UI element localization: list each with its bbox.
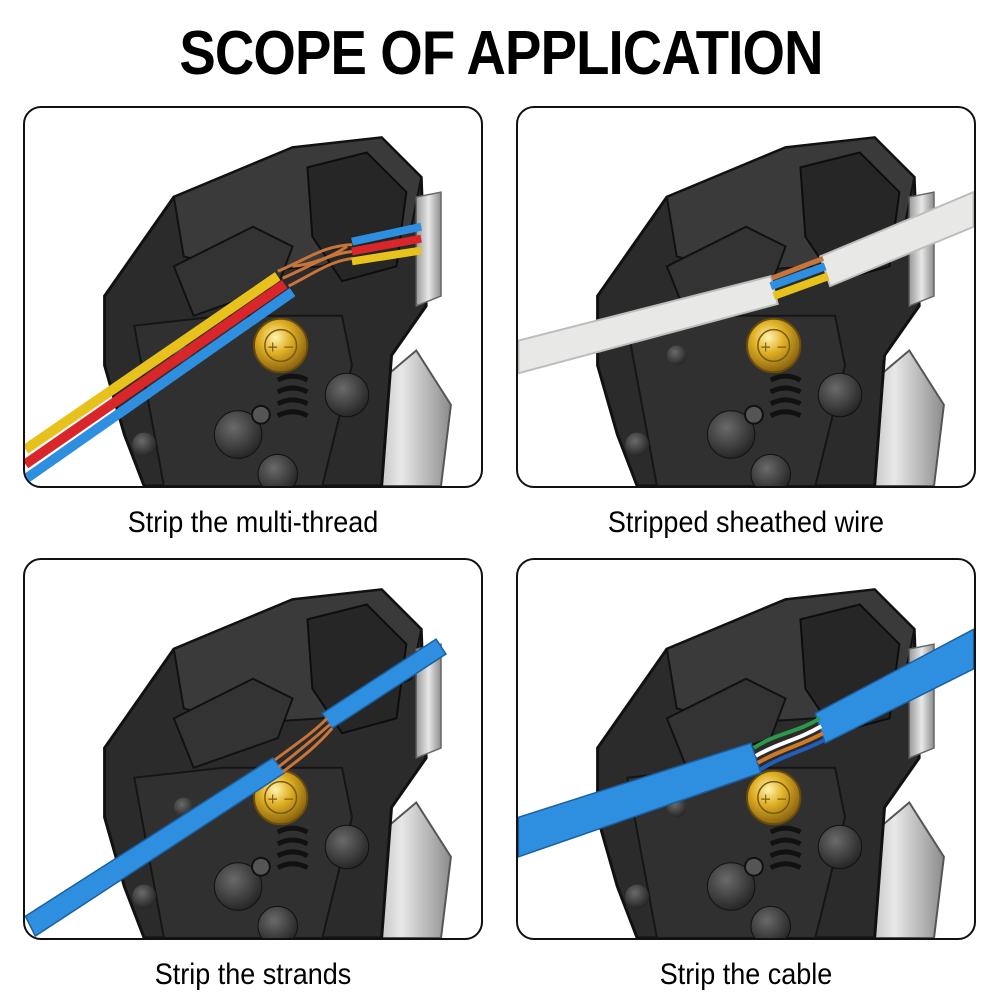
caption-cable: Strip the cable	[659, 958, 833, 991]
caption-multi-thread: Strip the multi-thread	[127, 506, 379, 539]
wire-stripper-illustration	[25, 108, 481, 486]
panel-cable	[516, 558, 976, 940]
wire-stripper-illustration	[518, 560, 974, 938]
caption-strands: Strip the strands	[154, 958, 352, 991]
wire-stripper-illustration	[25, 560, 481, 938]
page-title: SCOPE OF APPLICATION	[179, 19, 823, 88]
panel-strands	[23, 558, 483, 940]
wire-stripper-illustration	[518, 108, 974, 486]
panel-sheathed-wire	[516, 106, 976, 488]
panel-multi-thread	[23, 106, 483, 488]
caption-sheathed-wire: Stripped sheathed wire	[607, 506, 885, 539]
